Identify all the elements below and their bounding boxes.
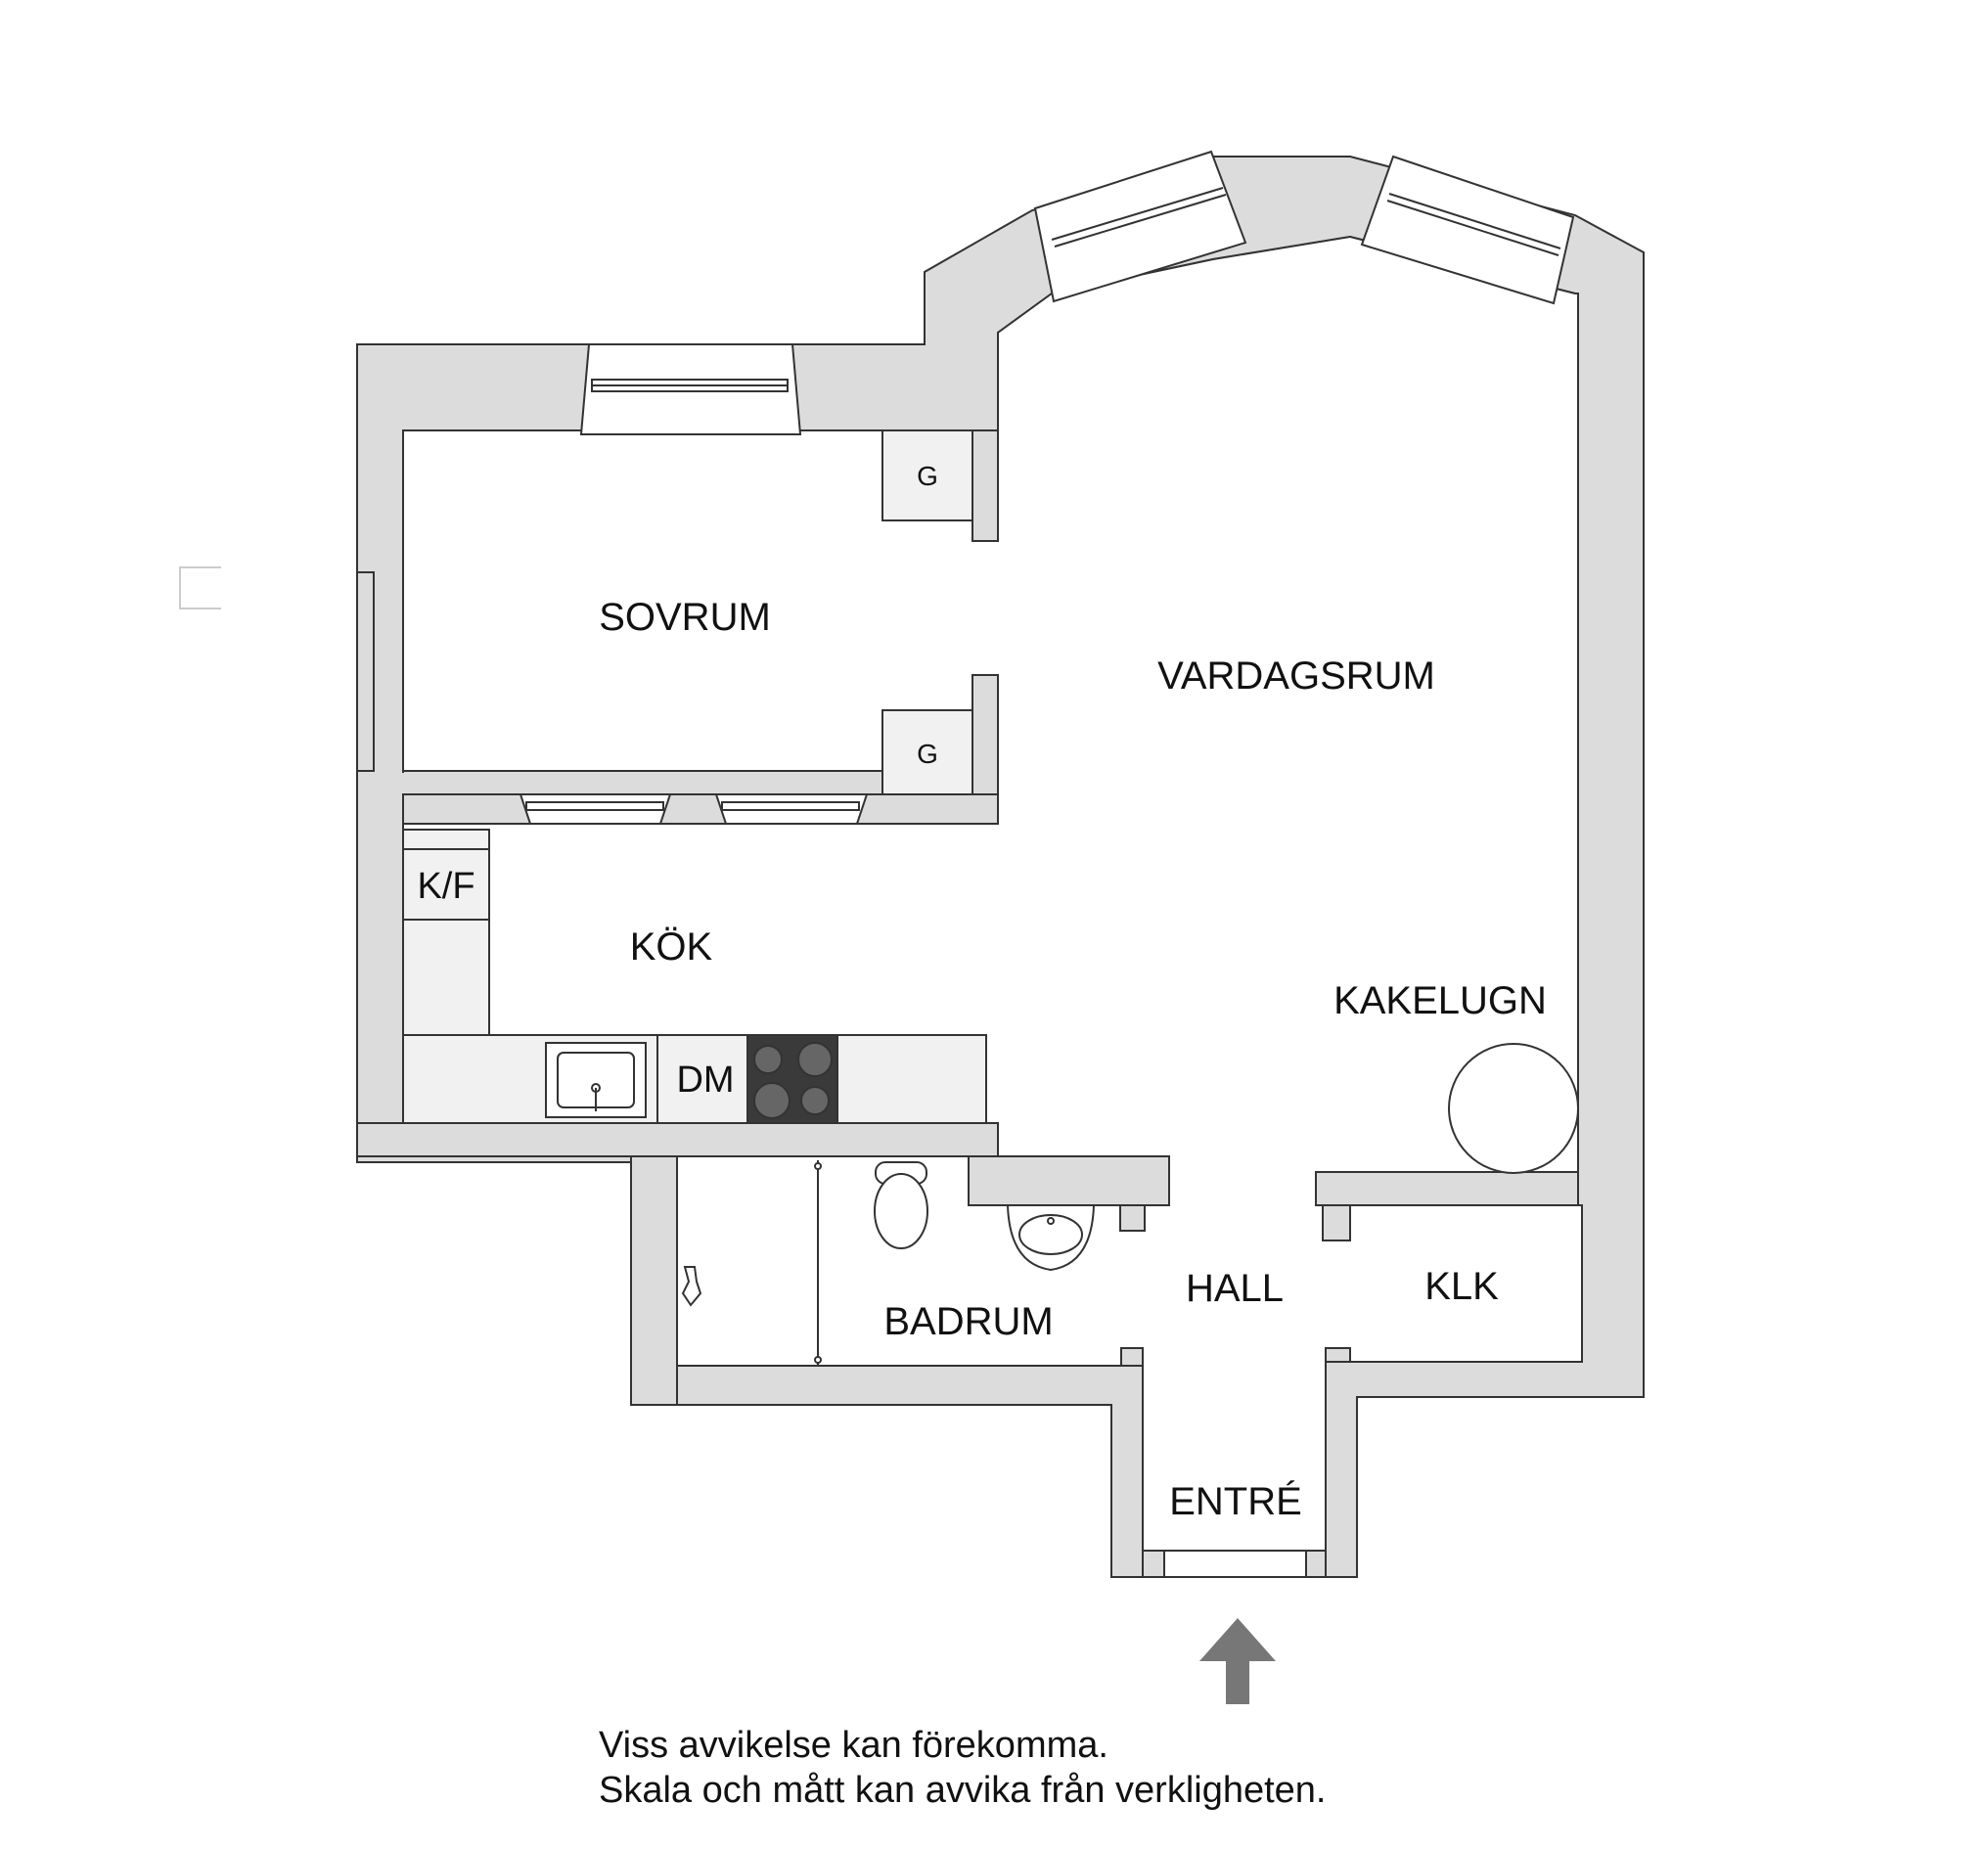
label-hall: HALL — [1186, 1267, 1284, 1310]
label-entre: ENTRÉ — [1169, 1479, 1302, 1523]
hall-klk-wall-b — [1322, 1204, 1351, 1241]
room-labels: SOVRUM VARDAGSRUM KÖK KAKELUGN HALL KLK … — [599, 596, 1547, 1523]
entre-jamb-right — [1305, 1550, 1327, 1578]
label-g-top: G — [917, 461, 938, 491]
label-kok: KÖK — [630, 925, 713, 969]
label-sovrum: SOVRUM — [599, 596, 771, 639]
wardrobes — [881, 429, 973, 795]
bath-hall-wall-b — [1119, 1204, 1146, 1232]
window-living-left — [1033, 150, 1247, 303]
wardrobe-bottom — [881, 709, 973, 795]
window-bedroom-top — [579, 343, 802, 435]
margin-mark — [179, 566, 221, 609]
fixture-labels: K/F DM G G — [417, 461, 937, 1101]
note-line-2: Skala och mått kan avvika från verklighe… — [599, 1770, 1327, 1811]
stove-burner-1 — [753, 1045, 783, 1074]
bathroom-fixtures — [681, 1160, 1096, 1366]
bedroom-right-wall-lower — [971, 674, 999, 795]
hall-klk-wall-c — [1325, 1347, 1351, 1363]
hall-klk-wall-a — [1315, 1171, 1579, 1206]
bath-hall-wall-a — [968, 1155, 1170, 1206]
kitchen-fixtures — [402, 829, 987, 1124]
label-kakelugn: KAKELUGN — [1333, 979, 1547, 1022]
label-vardagsrum: VARDAGSRUM — [1157, 654, 1435, 698]
label-klk: KLK — [1424, 1265, 1499, 1308]
stove-burner-4 — [800, 1086, 830, 1115]
bath-left-wall — [630, 1155, 678, 1406]
label-badrum: BADRUM — [883, 1300, 1053, 1343]
bedroom-alcove-left — [356, 571, 375, 772]
label-g-bottom: G — [917, 739, 938, 769]
window-bedroom-bottom-2 — [714, 793, 869, 825]
window-living-right — [1360, 155, 1575, 305]
label-kf: K/F — [417, 866, 474, 907]
bedroom-right-wall-upper — [971, 429, 999, 542]
bath-hall-wall-c — [1120, 1347, 1144, 1367]
kitchen-bath-wall — [356, 1122, 999, 1157]
kf-box — [402, 848, 490, 921]
shower-mixer — [681, 1266, 702, 1307]
stove-burner-3 — [753, 1082, 791, 1119]
note-line-1: Viss avvikelse kan förekomma. — [599, 1725, 1108, 1766]
entrance-arrow-icon — [1199, 1618, 1276, 1704]
entre-jamb-left — [1142, 1550, 1165, 1578]
washbasin-bowl — [1018, 1214, 1083, 1255]
label-dm: DM — [676, 1060, 734, 1101]
wardrobe-top — [881, 429, 973, 521]
toilet-bowl — [874, 1173, 928, 1249]
stove-burner-2 — [797, 1042, 833, 1077]
windows — [519, 150, 1575, 825]
inner-walls — [356, 429, 1579, 1578]
kakelugn-stove — [1448, 1043, 1579, 1174]
window-bedroom-bottom-1 — [519, 793, 672, 825]
bedroom-kitchen-wall — [402, 793, 999, 825]
